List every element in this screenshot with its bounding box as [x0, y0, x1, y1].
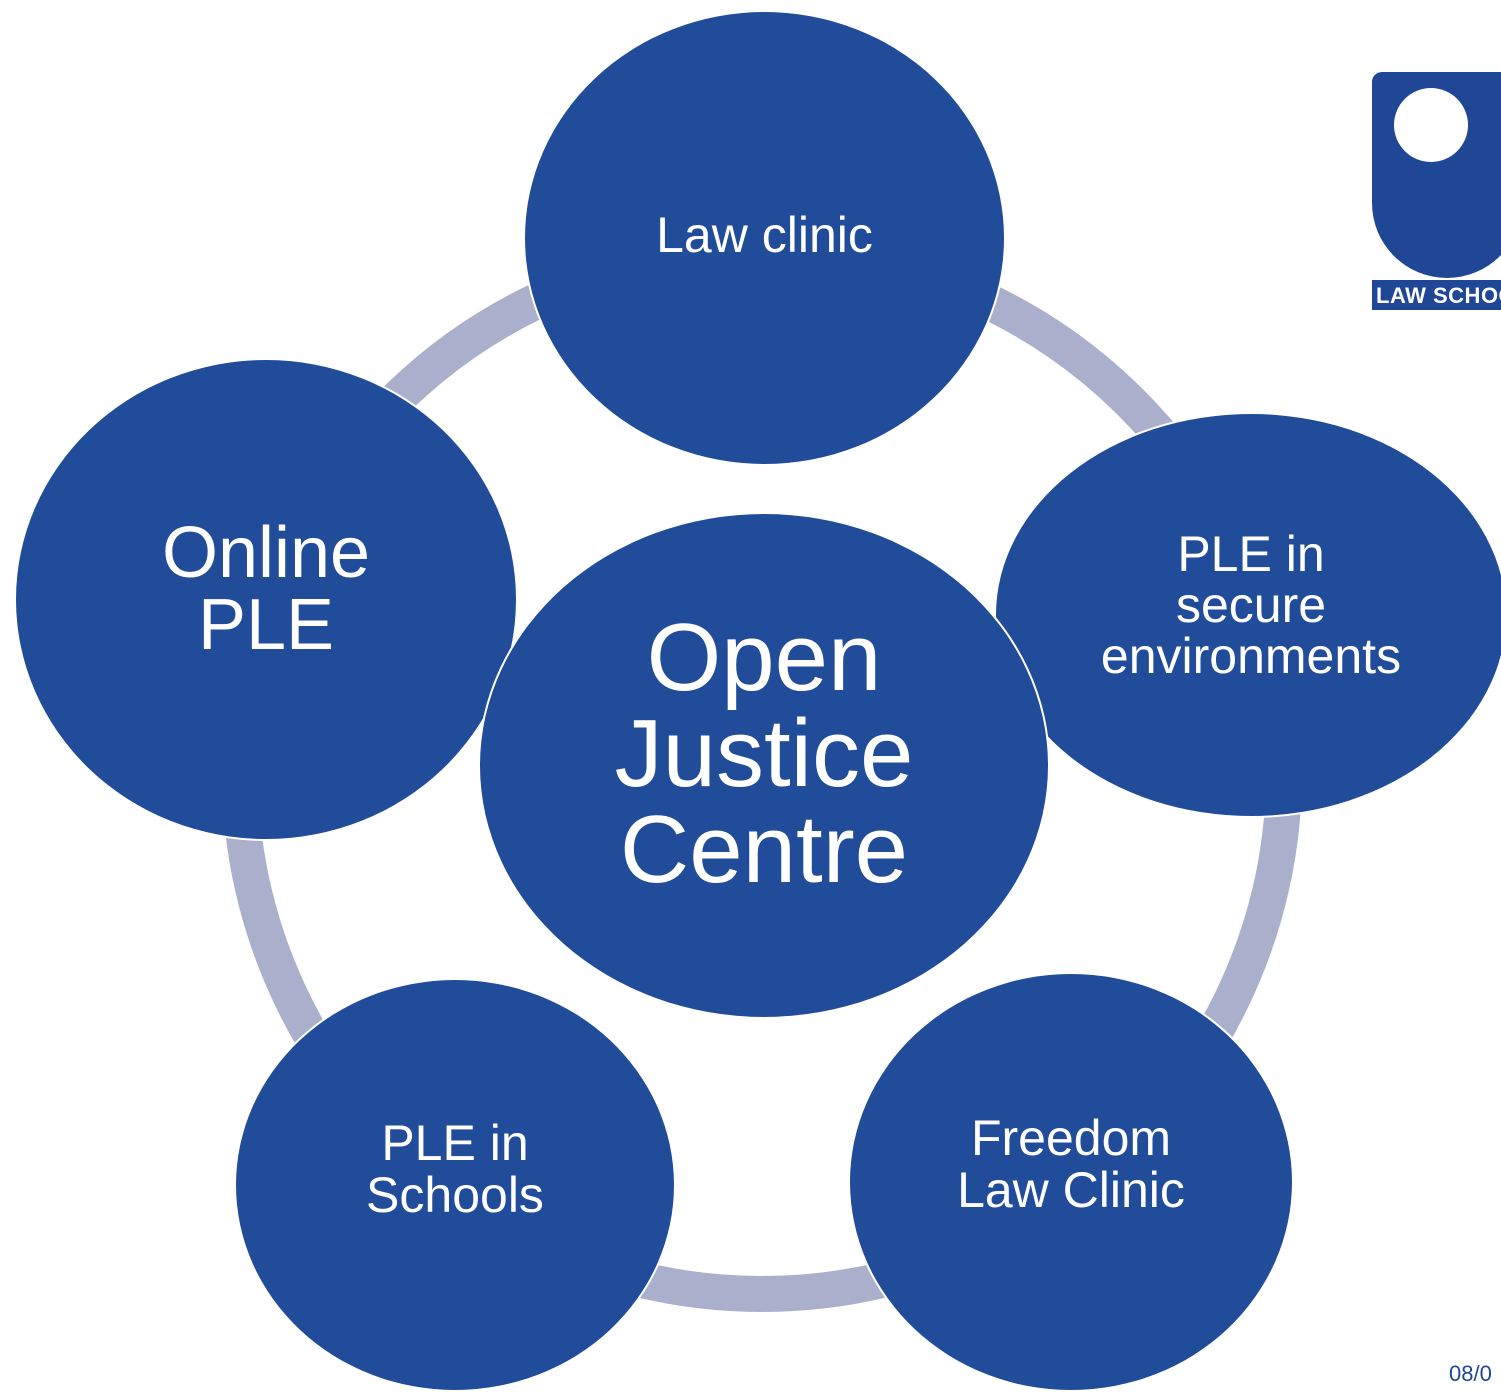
node-law-clinic: Law clinic: [523, 10, 1006, 466]
logo-band: LAW SCHOOL: [1372, 280, 1501, 310]
open-university-shield-icon: [1372, 72, 1501, 278]
footer-date: 08/0: [1449, 1361, 1492, 1386]
logo-text: LAW SCHOOL: [1376, 283, 1501, 308]
node-law-clinic-label: Law clinic: [656, 207, 873, 263]
law-school-logo: LAW SCHOOL: [1372, 72, 1501, 312]
